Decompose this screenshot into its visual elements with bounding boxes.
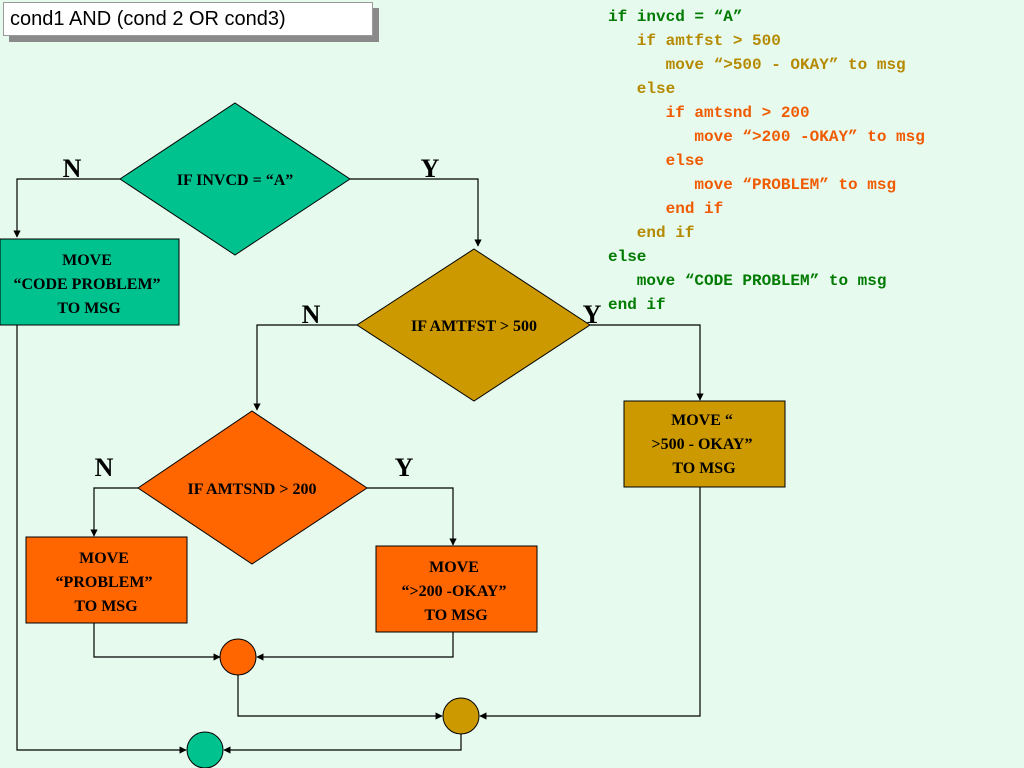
problem-line-1: MOVE [79,550,129,567]
code-line-13: end if [608,296,666,314]
code-line-5: if amtsnd > 200 [608,104,810,122]
junction-gold [442,697,480,735]
slide-title: cond1 AND (cond 2 OR cond3) [3,2,373,36]
arrow-invcd-yes [350,178,482,247]
okay-200-box [375,545,538,633]
connectors [13,178,704,754]
okay-500-label: MOVE “ >500 - OKAY” TO MSG [652,412,757,477]
problem-line-2: “PROBLEM” [56,574,153,591]
code-line-4: else [608,80,676,98]
okay-200-line-1: MOVE [429,559,479,576]
code-line-2: if amtfst > 500 [608,32,781,50]
code-problem-line-3: TO MSG [57,300,121,317]
code-problem-label: MOVE “CODE PROBLEM” TO MSG [13,252,164,317]
line-join2-to-end [223,734,462,754]
amtsnd-no-label: N [95,453,114,482]
code-problem-box [0,238,180,326]
code-line-10: end if [608,224,695,242]
code-line-8: move “PROBLEM” to msg [608,176,897,194]
code-line-6: move “>200 -OKAY” to msg [608,128,925,146]
decision-amtfst-label: IF AMTFST > 500 [411,318,537,335]
pseudocode-block: if invcd = “A” if amtfst > 500 move “>50… [608,5,925,317]
okay-500-line-3: TO MSG [672,460,736,477]
decision-amtsnd [137,410,368,565]
line-codeproblem-to-end [16,325,187,754]
code-line-7: else [608,152,705,170]
line-okay200-to-join [256,632,454,661]
code-problem-line-2: “CODE PROBLEM” [13,276,160,293]
problem-line-3: TO MSG [74,598,138,615]
decision-invcd [119,102,351,256]
line-problem-to-join [93,623,221,661]
amtfst-no-label: N [302,300,321,329]
decision-amtfst [356,248,591,402]
problem-label: MOVE “PROBLEM” TO MSG [56,550,157,615]
arrow-amtfst-yes [590,324,704,401]
line-join1-to-join2 [237,675,443,720]
invcd-yes-label: Y [421,154,440,183]
okay-500-line-1: MOVE “ [671,412,733,429]
arrow-amtfst-no [253,324,357,411]
code-line-9: end if [608,200,724,218]
arrow-invcd-no [13,178,120,238]
code-line-12: move “CODE PROBLEM” to msg [608,272,887,290]
junction-orange [219,638,257,676]
code-problem-line-1: MOVE [62,252,112,269]
code-line-11: else [608,248,647,266]
line-okay500-to-join2 [479,487,701,720]
junction-teal [186,731,224,768]
decision-amtsnd-label: IF AMTSND > 200 [188,481,317,498]
code-line-3: move “>500 - OKAY” to msg [608,56,906,74]
amtsnd-yes-label: Y [395,453,414,482]
okay-500-box [623,400,786,488]
okay-500-line-2: >500 - OKAY” [652,436,753,453]
code-line-1: if invcd = “A” [608,8,743,26]
decision-invcd-label: IF INVCD = “A” [177,172,294,189]
okay-200-label: MOVE “>200 -OKAY” TO MSG [402,559,511,624]
invcd-no-label: N [63,154,82,183]
okay-200-line-2: “>200 -OKAY” [402,583,507,600]
problem-box [25,536,188,624]
okay-200-line-3: TO MSG [424,607,488,624]
arrow-amtsnd-no [90,487,138,537]
arrow-amtsnd-yes [367,487,457,546]
amtfst-yes-label: Y [583,300,602,329]
